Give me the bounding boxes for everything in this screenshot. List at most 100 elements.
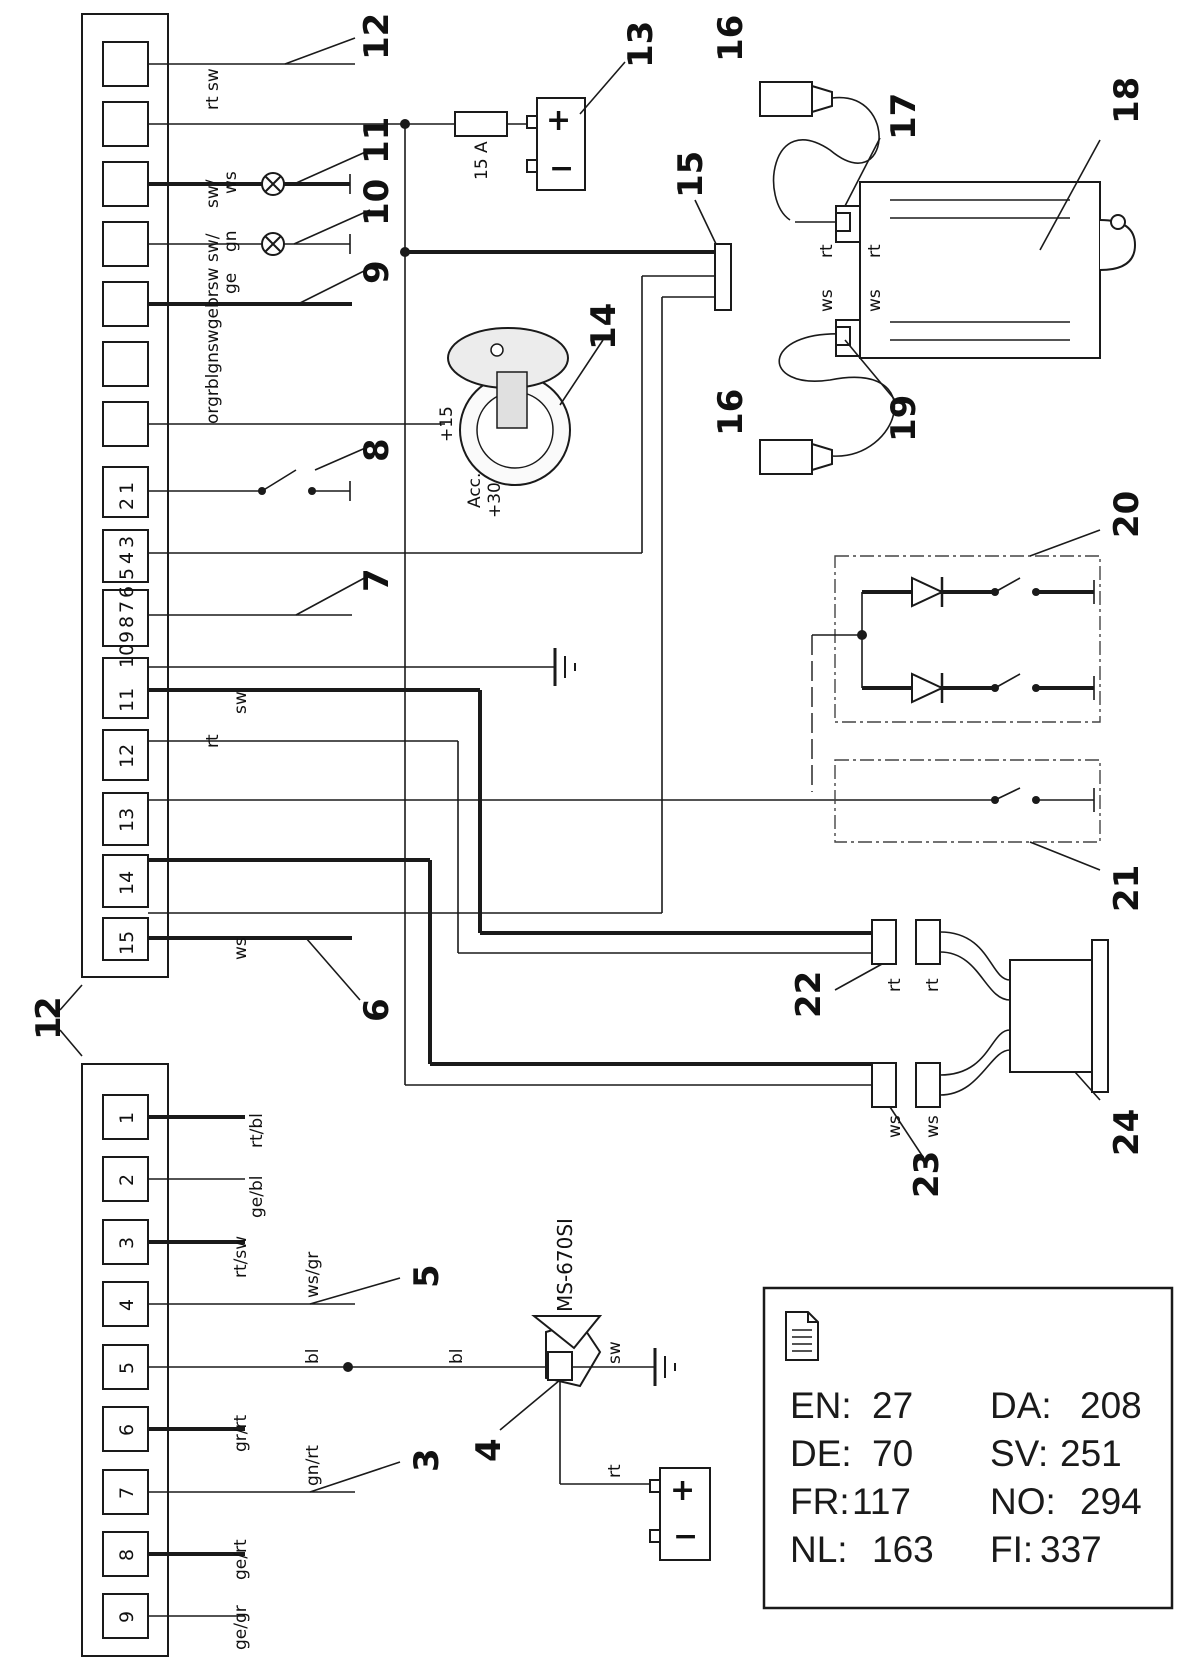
c2-pin-2: 2 [116, 498, 138, 510]
callout-22: 22 [789, 971, 829, 1018]
c2-pin-4: 4 [116, 552, 138, 564]
label-c18a: rt [865, 244, 885, 258]
callout-4: 4 [469, 1438, 509, 1462]
ref-no-lang: NO: [990, 1481, 1056, 1522]
siren-cable-24 [939, 931, 1109, 1096]
lamp-icon [261, 232, 351, 256]
label-p11: sw [231, 691, 251, 714]
leader-lines [59, 37, 1101, 1493]
ref-fr-page: 117 [852, 1481, 911, 1522]
svg-text:+: + [670, 1473, 695, 1508]
antenna-upper [759, 81, 880, 223]
antenna-lower [759, 333, 896, 475]
callout-13: 13 [621, 21, 661, 68]
connector-1-pin-labels: 1 2 3 4 5 6 7 8 9 [116, 1112, 138, 1623]
lamp-icon [261, 172, 351, 196]
svg-text:+: + [546, 103, 571, 138]
label-c1-8: ge/rt [231, 1539, 251, 1580]
label-acc: Acc. [465, 473, 485, 508]
label-c1-1: rt/bl [247, 1113, 267, 1148]
label-sw-ge-2: ge [221, 273, 241, 294]
ref-no-page: 294 [1080, 1481, 1142, 1522]
ignition-switch [447, 327, 571, 486]
label-c1-3: rt/sw [231, 1236, 251, 1278]
c1-pin-2: 2 [116, 1174, 138, 1186]
ref-da-page: 208 [1080, 1385, 1142, 1426]
document-icon [785, 1311, 819, 1361]
c1-pin-6: 6 [116, 1424, 138, 1436]
ref-sv-lang: SV: [990, 1433, 1048, 1474]
c2-pin-13: 13 [116, 808, 138, 832]
siren [531, 1315, 660, 1485]
callout-1: 1 [29, 1016, 69, 1040]
label-c22b: rt [923, 978, 943, 992]
c1-pin-7: 7 [116, 1487, 138, 1499]
label-stack: orgrblgnswgebrsw [203, 267, 223, 424]
fuse [454, 111, 535, 137]
ref-fi-lang: FI: [990, 1529, 1033, 1570]
label-sw-gn: sw/ [203, 233, 223, 262]
callout-16a: 16 [711, 15, 751, 62]
callout-16b: 16 [711, 389, 751, 436]
label-c1-4: ws/gr [303, 1252, 323, 1298]
ref-fi-page: 337 [1040, 1529, 1102, 1570]
callout-17: 17 [884, 93, 924, 140]
ref-fr-lang: FR: [790, 1481, 850, 1522]
c1-pin-8: 8 [116, 1549, 138, 1561]
callout-19: 19 [884, 395, 924, 442]
callout-5: 5 [407, 1264, 447, 1288]
connector-15 [714, 243, 732, 311]
callout-18: 18 [1107, 77, 1147, 124]
battery-icon: + − [526, 97, 586, 191]
diode-icon [911, 672, 945, 704]
c1-pin-3: 3 [116, 1237, 138, 1249]
c2-pin-9: 9 [116, 631, 138, 643]
callout-14: 14 [584, 303, 624, 350]
callout-2: 2 [29, 996, 69, 1020]
label-p12: rt [203, 734, 223, 748]
c2-pin-15: 15 [116, 931, 138, 955]
siren-model: MS-670SI [553, 1218, 577, 1312]
label-siren-gnd: sw [605, 1341, 625, 1364]
label-c23b: ws [923, 1115, 943, 1138]
label-siren-bat: rt [605, 1464, 625, 1478]
c2-pin-11: 11 [116, 688, 138, 712]
label-fuse: 15 A [472, 141, 492, 180]
ref-de-lang: DE: [790, 1433, 852, 1474]
callout-24: 24 [1107, 1109, 1147, 1156]
label-c18b: ws [865, 289, 885, 312]
label-sw-gn-2: gn [221, 230, 241, 252]
svg-text:−: − [673, 1519, 698, 1554]
callout-7: 7 [357, 568, 397, 592]
ground-icon [653, 1348, 676, 1386]
wire-labels: rt sw sw/ ws sw/ gn orgrblgnswgebrsw ge … [203, 68, 943, 1650]
connector-23 [871, 1062, 941, 1108]
module-18 [835, 181, 1137, 359]
c1-pin-4: 4 [116, 1299, 138, 1311]
c2-pin-5: 5 [116, 568, 138, 580]
label-p30-ign: +30 [485, 482, 505, 518]
label-c19: ws [817, 289, 837, 312]
c2-pin-3: 3 [116, 536, 138, 548]
c2-pin-7: 7 [116, 601, 138, 613]
label-c1-5: bl [303, 1348, 323, 1364]
label-c1-7: gn/rt [303, 1445, 323, 1486]
c2-pin-1: 1 [116, 482, 138, 494]
label-rt-sw: rt sw [203, 68, 223, 110]
callout-21: 21 [1107, 865, 1147, 912]
label-c1-2: ge/bl [247, 1176, 267, 1219]
callout-12: 12 [357, 13, 397, 60]
svg-text:−: − [549, 151, 574, 186]
callout-9: 9 [357, 260, 397, 284]
switch-panel-20 [811, 555, 1101, 792]
c2-pin-14: 14 [116, 871, 138, 895]
label-c17: rt [817, 244, 837, 258]
ref-nl-lang: NL: [790, 1529, 848, 1570]
callout-10: 10 [357, 179, 397, 226]
page-ref-panel: EN: 27 DE: 70 FR: 117 NL: 163 DA: 208 SV… [762, 1286, 1174, 1610]
c1-pin-5: 5 [116, 1362, 138, 1374]
label-sw-ws-2: ws [221, 171, 241, 194]
label-sw-ws: sw/ [203, 179, 223, 208]
callout-20: 20 [1107, 491, 1147, 538]
